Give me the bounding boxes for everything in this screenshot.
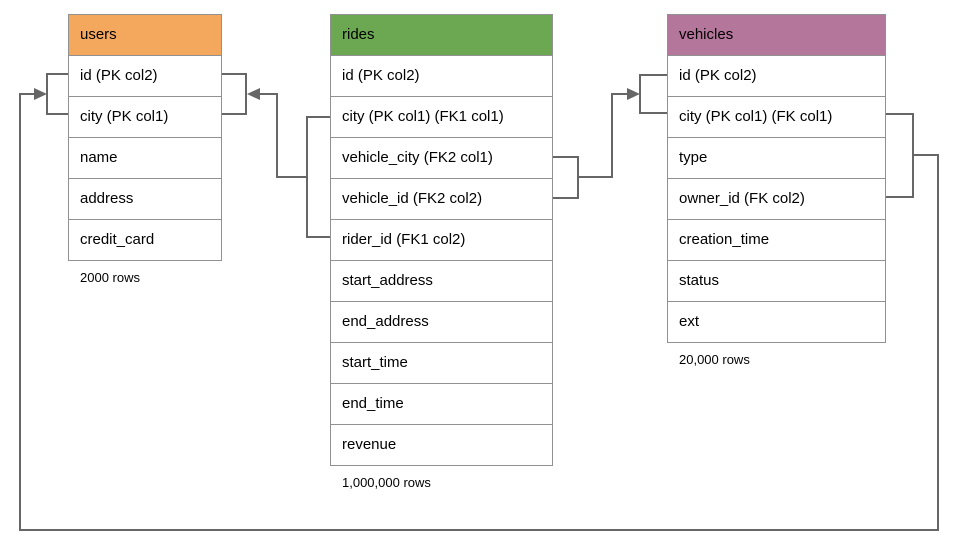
- table-column-row: name: [69, 138, 221, 179]
- table-header-rides: rides: [331, 15, 552, 56]
- users-left-bracket: [46, 73, 68, 115]
- relationship-rides-to-vehicles: [553, 74, 667, 199]
- table-column-row: status: [668, 261, 885, 302]
- table-column-row: end_time: [331, 384, 552, 425]
- arrowhead-icon: [247, 88, 260, 100]
- rides-to-users-line: [251, 93, 307, 178]
- arrowhead-icon: [627, 88, 640, 100]
- rides-to-vehicles-line: [578, 93, 636, 178]
- table-column-row: start_address: [331, 261, 552, 302]
- table-column-row: end_address: [331, 302, 552, 343]
- table-header-users: users: [69, 15, 221, 56]
- table-column-row: id (PK col2): [331, 56, 552, 97]
- row-count-label: 1,000,000 rows: [342, 475, 431, 490]
- table-column-row: revenue: [331, 425, 552, 465]
- table-column-row: creation_time: [668, 220, 885, 261]
- table-column-row: city (PK col1) (FK1 col1): [331, 97, 552, 138]
- users-right-bracket: [222, 73, 247, 115]
- table-column-row: address: [69, 179, 221, 220]
- table-column-row: city (PK col1): [69, 97, 221, 138]
- table-rides: rides id (PK col2) city (PK col1) (FK1 c…: [330, 14, 553, 490]
- table-column-row: credit_card: [69, 220, 221, 260]
- table-column-row: city (PK col1) (FK col1): [668, 97, 885, 138]
- rides-right-bracket: [553, 156, 579, 199]
- table-header-vehicles: vehicles: [668, 15, 885, 56]
- row-count-label: 20,000 rows: [679, 352, 750, 367]
- table-column-row: rider_id (FK1 col2): [331, 220, 552, 261]
- table-column-row: type: [668, 138, 885, 179]
- arrowhead-icon: [34, 88, 47, 100]
- table-column-row: id (PK col2): [69, 56, 221, 97]
- vehicles-left-bracket: [639, 74, 667, 114]
- relationship-rides-to-users: [222, 73, 330, 238]
- table-column-row: start_time: [331, 343, 552, 384]
- table-column-row: vehicle_city (FK2 col1): [331, 138, 552, 179]
- row-count-label: 2000 rows: [80, 270, 140, 285]
- table-column-row: owner_id (FK col2): [668, 179, 885, 220]
- table-column-row: vehicle_id (FK2 col2): [331, 179, 552, 220]
- vehicles-right-bracket: [886, 113, 914, 198]
- table-column-row: id (PK col2): [668, 56, 885, 97]
- table-vehicles: vehicles id (PK col2) city (PK col1) (FK…: [667, 14, 886, 367]
- rides-left-bracket: [306, 116, 330, 238]
- table-users: users id (PK col2) city (PK col1) name a…: [68, 14, 222, 285]
- table-column-row: ext: [668, 302, 885, 342]
